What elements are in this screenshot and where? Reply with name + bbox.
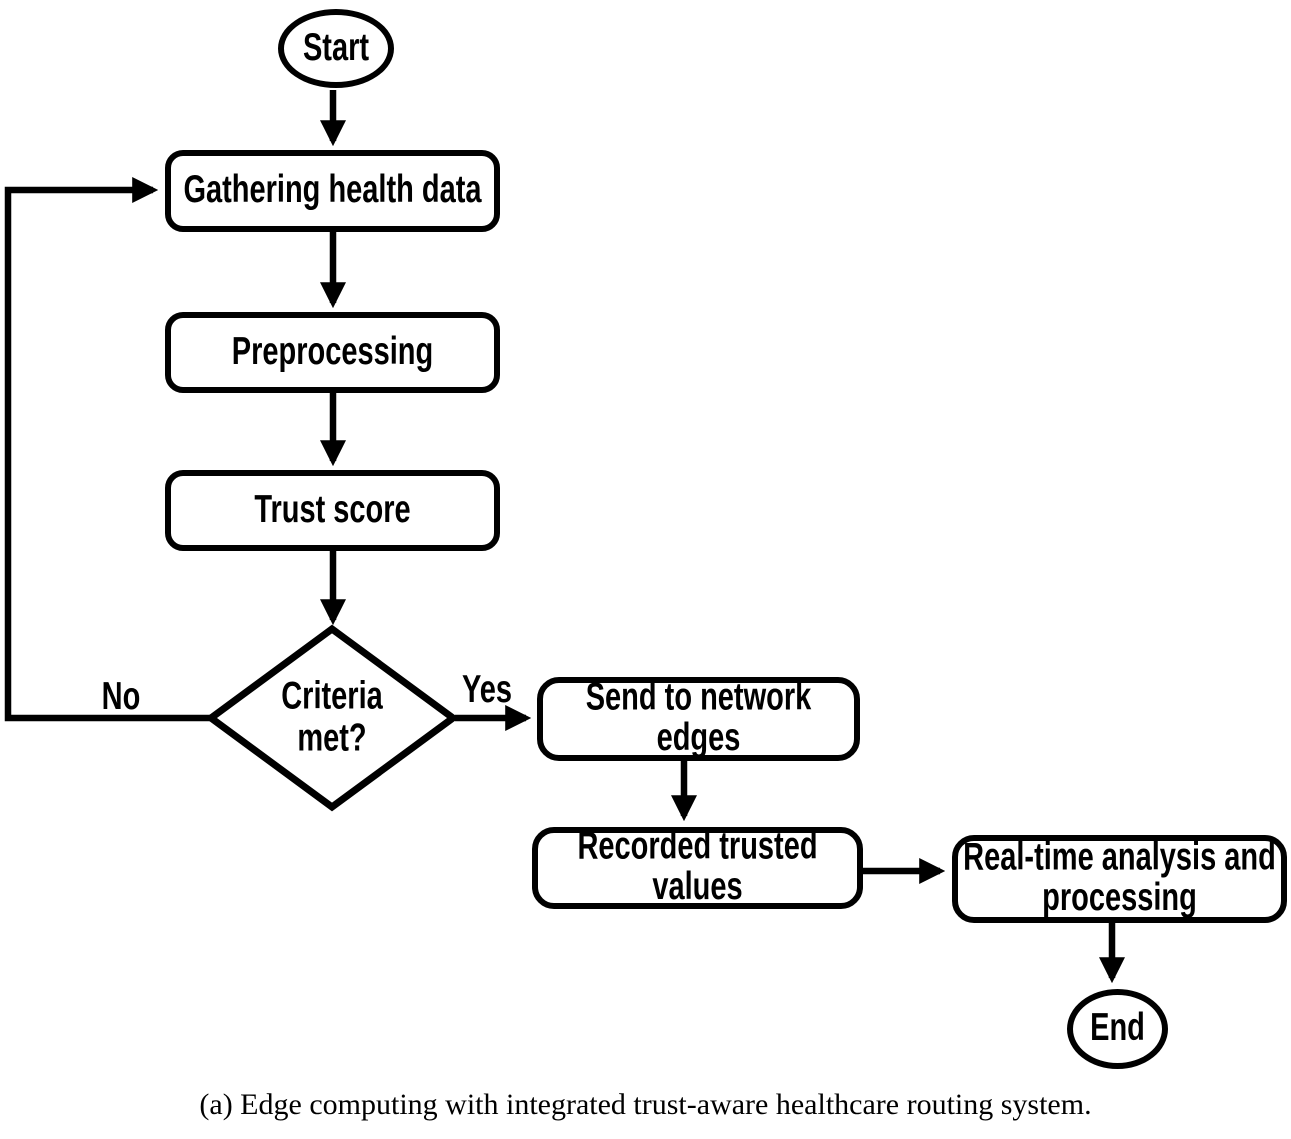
process-gathering-health-data: Gathering health data — [165, 150, 500, 232]
start-node-label: Start — [302, 25, 370, 70]
process-realtime-analysis: Real-time analysis and processing — [952, 835, 1287, 923]
figure-caption: (a) Edge computing with integrated trust… — [199, 1088, 1092, 1121]
process-trust-score-label: Trust score — [254, 487, 411, 532]
edge-decision-no-loop — [4, 177, 212, 722]
decision-diamond-shape — [205, 624, 459, 812]
process-send-to-network-edges-label: Send to network edges — [585, 676, 812, 760]
end-node: End — [1067, 989, 1168, 1069]
process-gathering-health-data-label: Gathering health data — [183, 168, 482, 212]
process-preprocessing: Preprocessing — [165, 312, 500, 393]
edge-label-yes: Yes — [455, 668, 519, 711]
decision-criteria-met-label: Criteria met? — [281, 674, 383, 760]
process-preprocessing-label: Preprocessing — [231, 329, 434, 374]
start-node: Start — [278, 9, 394, 88]
end-node-label: End — [1090, 1006, 1145, 1050]
edge-label-no-text: No — [101, 675, 141, 719]
edge-label-yes-text: Yes — [462, 668, 512, 712]
edge-label-no: No — [90, 675, 152, 718]
process-send-to-network-edges: Send to network edges — [537, 677, 860, 761]
process-realtime-analysis-label: Real-time analysis and processing — [963, 836, 1276, 920]
process-trust-score: Trust score — [165, 470, 500, 551]
process-recorded-trusted-values: Recorded trusted values — [532, 827, 863, 909]
process-recorded-trusted-values-label: Recorded trusted values — [577, 825, 818, 909]
decision-criteria-met: Criteria met? — [247, 675, 417, 761]
